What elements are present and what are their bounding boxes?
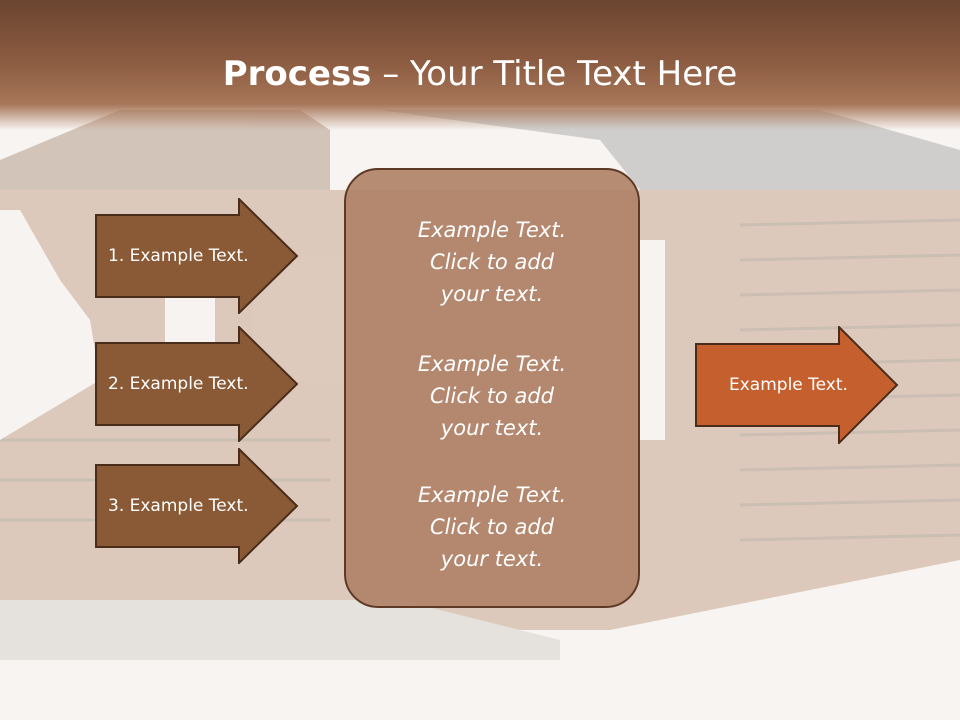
center-paragraph-1: Example Text. Click to add your text.	[417, 218, 567, 306]
center-text-box[interactable]: Example Text. Click to add your text. Ex…	[344, 168, 640, 608]
arrow-shape	[695, 326, 899, 444]
arrow-shape	[95, 326, 299, 442]
slide-title: Process – Your Title Text Here	[0, 52, 960, 96]
process-arrow-2[interactable]: 2. Example Text.	[95, 326, 299, 442]
title-bold: Process	[222, 54, 372, 94]
center-paragraph-3: Example Text. Click to add your text.	[417, 483, 567, 571]
process-arrow-1[interactable]: 1. Example Text.	[95, 198, 299, 314]
arrow-shape	[95, 198, 299, 314]
center-paragraph-2: Example Text. Click to add your text.	[417, 352, 567, 440]
arrow-shape	[95, 448, 299, 564]
arrow-label: Example Text.	[729, 375, 848, 395]
arrow-label: 2. Example Text.	[108, 374, 249, 394]
process-arrow-3[interactable]: 3. Example Text.	[95, 448, 299, 564]
arrow-label: 1. Example Text.	[108, 246, 249, 266]
arrow-label: 3. Example Text.	[108, 496, 249, 516]
title-band	[0, 0, 960, 130]
result-arrow[interactable]: Example Text.	[695, 326, 899, 444]
title-rest: – Your Title Text Here	[371, 54, 738, 94]
